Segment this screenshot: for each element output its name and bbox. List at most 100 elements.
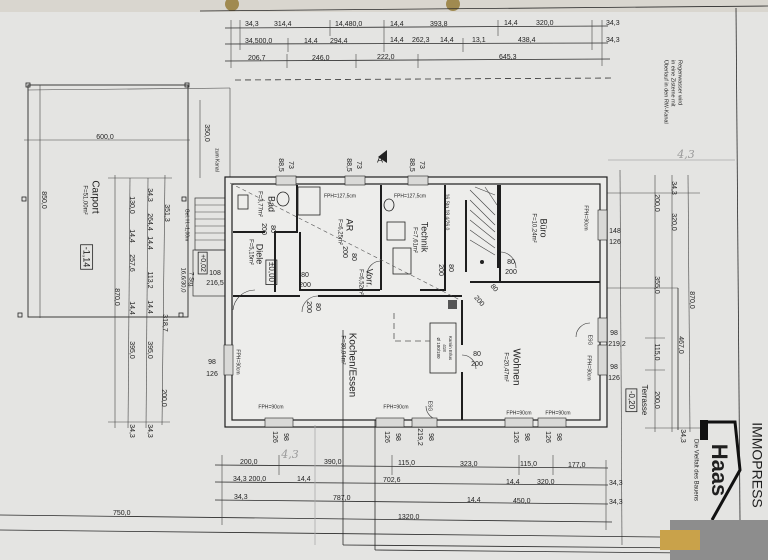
label-windows-top-0: 73: [287, 161, 294, 169]
label-dims_left-col3-5: 395,0: [146, 341, 153, 359]
label-carport_dims-width: 600,0: [96, 134, 114, 141]
label-doors-h: 200: [260, 223, 267, 235]
label-dims_top-row2-6: 13,1: [472, 37, 486, 44]
label-dims_top-row3-2: 222,0: [377, 54, 395, 61]
label-dims_bottom-row1-1: 390,0: [324, 459, 342, 466]
label-annotations-chimney-1: 418: [442, 344, 447, 352]
label-annotations-section: A: [377, 154, 383, 164]
staircase: [469, 186, 498, 264]
label-annotations-railing: Gel. H.=1,00m: [184, 209, 190, 241]
label-rooms-diele-area: F=5,15m²: [247, 239, 253, 265]
label-rooms-vorr-name: Vorr.: [365, 269, 375, 288]
building-walls: [224, 176, 608, 428]
label-annotations-fph_90: FPH=90cm: [586, 355, 592, 380]
label-windows-bottom-9: 126: [544, 431, 551, 443]
label-rooms-carport-area: F=51,00m²: [81, 185, 87, 214]
label-windows-top-3: 88,5: [345, 158, 352, 172]
label-doors-w: 80: [489, 283, 499, 294]
label-annotations-fph_127: FPH=127,5cm: [324, 193, 356, 199]
label-annotations-fph_90: FPH=90cm: [583, 205, 589, 230]
label-annotations-fph_90: FPH=90cm: [383, 404, 408, 410]
label-dims_top-row1-7: 34,3: [606, 20, 620, 27]
label-dims_top-row2-1: 14,4: [304, 38, 318, 45]
label-rooms-bad-area: F=3,77m²: [256, 191, 262, 217]
label-windows-bottom-8: 98: [555, 433, 562, 441]
label-dims_top-row1-0: 34,3: [245, 21, 259, 28]
bathroom-fixtures: [237, 186, 412, 275]
label-windows-left-0: 98: [208, 359, 216, 366]
label-rooms-bad-name: Bad: [267, 196, 277, 212]
label-doors-h: 200: [471, 361, 483, 368]
label-rooms-wohnen-name: Wohnen: [510, 348, 521, 385]
label-dims_right-col1-2: 115,0: [653, 344, 660, 361]
label-dims_left-col3-0: 34,3: [146, 188, 153, 202]
level-carport-box: [80, 244, 94, 270]
label-dims_left-col2-3: 14,4: [128, 301, 135, 315]
label-dims_bottom-row3-1: 787,0: [333, 495, 351, 502]
label-dims_bottom-row1-0: 200,0: [240, 459, 258, 466]
label-dims_bottom-row3-2: 14,4: [467, 497, 481, 504]
label-dims_top-row2-5: 14,4: [440, 37, 454, 44]
label-rooms-ar-name: AR: [345, 219, 355, 232]
label-doors-h: 200: [299, 282, 311, 289]
label-rooms-technik-area: F=7,61m²: [411, 227, 417, 253]
label-dims_left-col4-1: 318,7: [161, 314, 168, 332]
label-dims_top-row2-8: 34,3: [606, 37, 620, 44]
label-doors-h: 200: [341, 246, 348, 258]
label-dims_bottom-row2-4: 320,0: [537, 479, 555, 486]
binder-hole: [225, 0, 239, 11]
label-dims_right-col2-2: 467,0: [677, 336, 684, 354]
label-dims_left-col4-2: 200,0: [160, 389, 167, 407]
label-dims_left-col4-0: 351,3: [163, 204, 170, 222]
label-dims_left-col2-2: 257,6: [128, 254, 135, 272]
label-annotations-rainwater-2: Überlauf in den RW-Kanal: [663, 60, 670, 124]
label-windows-bottom-6: 98: [523, 433, 530, 441]
label-dims_top-row3-0: 206,7: [248, 55, 266, 62]
level-terrace: -0,20: [627, 391, 636, 410]
frame-line: [619, 169, 623, 546]
label-dims_right-col3-0: 870,0: [688, 291, 695, 309]
frame-line: [735, 7, 741, 521]
label-dims_top-row1-1: 314,4: [274, 21, 292, 28]
level-ground-box: [265, 259, 278, 285]
level-carport: -1,14: [82, 247, 92, 268]
label-dims_bottom-row1-3: 323,0: [460, 461, 478, 468]
label-windows-right-5: 126: [608, 375, 620, 382]
label-dims_right-col2-3: 34,3: [679, 429, 686, 443]
label-dims_bottom-row4-1: 750,0: [113, 510, 131, 517]
label-dims_top-row2-2: 294,4: [330, 38, 348, 45]
label-windows-bottom-4: 98: [427, 433, 434, 441]
label-annotations-handwritten: 4,3: [676, 148, 695, 161]
label-dims_bottom-row1-5: 177,0: [568, 462, 586, 469]
outside-steps: [192, 197, 228, 297]
label-annotations-sewer: zum Kanal: [214, 148, 220, 172]
label-windows-top-1: 88,5: [277, 158, 284, 172]
logo-tagline: Die Vielfalt des Bauens: [692, 439, 698, 501]
label-doors-h: 200: [505, 269, 517, 276]
label-doors-w: 80: [447, 264, 454, 272]
haas-logo: [660, 420, 768, 560]
label-dims_top-row3-3: 645,3: [499, 54, 517, 61]
label-annotations-rainwater-1: in eine Zisterne mit: [670, 60, 676, 107]
label-dims_bottom-row3-3: 450,0: [513, 498, 531, 505]
label-rooms-wohnen-area: F=20,47m²: [502, 352, 508, 381]
label-dims_bottom-row1-4: 115,0: [520, 461, 537, 468]
label-annotations-fph_127: FPH=127,5cm: [394, 193, 426, 199]
label-dims_right-col2-1: 320,0: [670, 213, 677, 231]
label-rooms-kochen-name: Kochen/Essen: [346, 333, 357, 398]
label-dims_left-col3-4: 14,4: [146, 300, 153, 314]
label-dims_top-row2-0: 34,500,0: [245, 38, 272, 45]
label-dims_bottom-row1-2: 115,0: [398, 460, 415, 467]
label-dims_bottom-row2-2: 702,6: [383, 477, 401, 484]
label-doors-w: 80: [301, 272, 309, 279]
top-dimension-lines: [224, 20, 611, 68]
label-windows-right-2: 98: [610, 330, 618, 337]
house-picture: [660, 530, 700, 550]
label-windows-right-3: 219,2: [608, 341, 626, 348]
level-terrace-box: [625, 388, 638, 413]
label-annotations-handwritten: 4,3: [280, 448, 299, 461]
label-dims_right-col1-1: 355,0: [653, 276, 660, 294]
label-rooms-vorr-area: F=6,52m²: [357, 269, 363, 295]
label-dims_left-col2-4: 395,0: [128, 341, 135, 359]
